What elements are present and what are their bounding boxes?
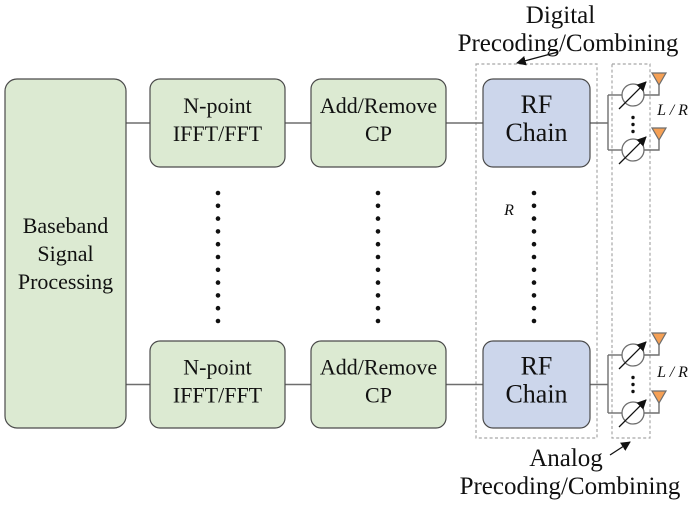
digital-label-line1: Digital: [526, 2, 595, 29]
rf-chain-block-bottom: RF Chain: [482, 340, 591, 429]
ifft-top-label-line1: N-point: [183, 93, 251, 118]
baseband-block-shape: [4, 78, 127, 429]
antenna-icon-1: [650, 72, 668, 87]
ifft-block-top: N-point IFFT/FFT: [149, 78, 286, 168]
cp-block-top-shape: [310, 78, 447, 168]
antenna-icon-4: [650, 390, 668, 405]
ifft-bottom-label-line1: N-point: [183, 355, 251, 380]
rf-chain-bottom-shape: [482, 340, 591, 429]
ellipsis-dots-ifft-column: [215, 190, 221, 324]
baseband-label-line3: Processing: [18, 269, 113, 294]
analog-label-line2: Precoding/Combining: [460, 473, 681, 500]
digital-pointer-arrow-icon: [516, 51, 559, 66]
baseband-block: Baseband Signal Processing: [4, 78, 127, 429]
ellipsis-dots-antennas-top: [631, 115, 635, 134]
digital-label-line2: Precoding/Combining: [458, 30, 679, 57]
phase-shifter-icon-1: [618, 81, 647, 110]
baseband-label-line1: Baseband: [23, 213, 109, 238]
digital-precoding-label: Digital Precoding/Combining: [458, 2, 679, 66]
ellipsis-dots-cp-column: [375, 190, 381, 324]
cp-block-bottom: Add/Remove CP: [310, 340, 447, 429]
antenna-ratio-label-bottom: L / R: [656, 364, 688, 381]
analog-label-line1: Analog: [529, 445, 603, 472]
ifft-bottom-label-line2: IFFT/FFT: [173, 383, 263, 408]
ifft-block-bottom-shape: [149, 340, 286, 429]
antenna-icon-3: [650, 332, 668, 347]
rf-chain-count-label: R: [503, 202, 514, 219]
antenna-icon-2: [650, 127, 668, 142]
analog-precoding-region: [611, 63, 651, 439]
cp-bottom-label-line2: CP: [365, 383, 392, 408]
ifft-top-label-line2: IFFT/FFT: [173, 121, 263, 146]
rf-top-label-line2: Chain: [505, 118, 567, 147]
wires: [126, 85, 660, 414]
cp-top-label-line1: Add/Remove: [320, 93, 437, 118]
rf-bottom-label-line1: RF: [521, 352, 553, 381]
rf-chain-block-top: RF Chain: [482, 78, 591, 168]
phase-shifter-icon-2: [618, 136, 647, 165]
analog-precoding-label: Analog Precoding/Combining: [460, 441, 681, 500]
cp-block-top: Add/Remove CP: [310, 78, 447, 168]
ellipsis-dots-rf-column: [531, 190, 537, 324]
digital-precoding-region: [475, 63, 598, 439]
ellipsis-dots-antennas-bottom: [631, 375, 635, 394]
analog-pointer-arrow-icon: [609, 441, 631, 456]
baseband-label-line2: Signal: [37, 241, 93, 266]
ifft-block-top-shape: [149, 78, 286, 168]
cp-bottom-label-line1: Add/Remove: [320, 355, 437, 380]
cp-block-bottom-shape: [310, 340, 447, 429]
rf-top-label-line1: RF: [521, 90, 553, 119]
rf-bottom-label-line2: Chain: [505, 380, 567, 409]
antenna-ratio-label-top: L / R: [656, 102, 688, 119]
cp-top-label-line2: CP: [365, 121, 392, 146]
rf-chain-top-shape: [482, 78, 591, 168]
phase-shifter-icon-3: [618, 341, 647, 370]
ifft-block-bottom: N-point IFFT/FFT: [149, 340, 286, 429]
phase-shifter-icon-4: [618, 399, 647, 428]
